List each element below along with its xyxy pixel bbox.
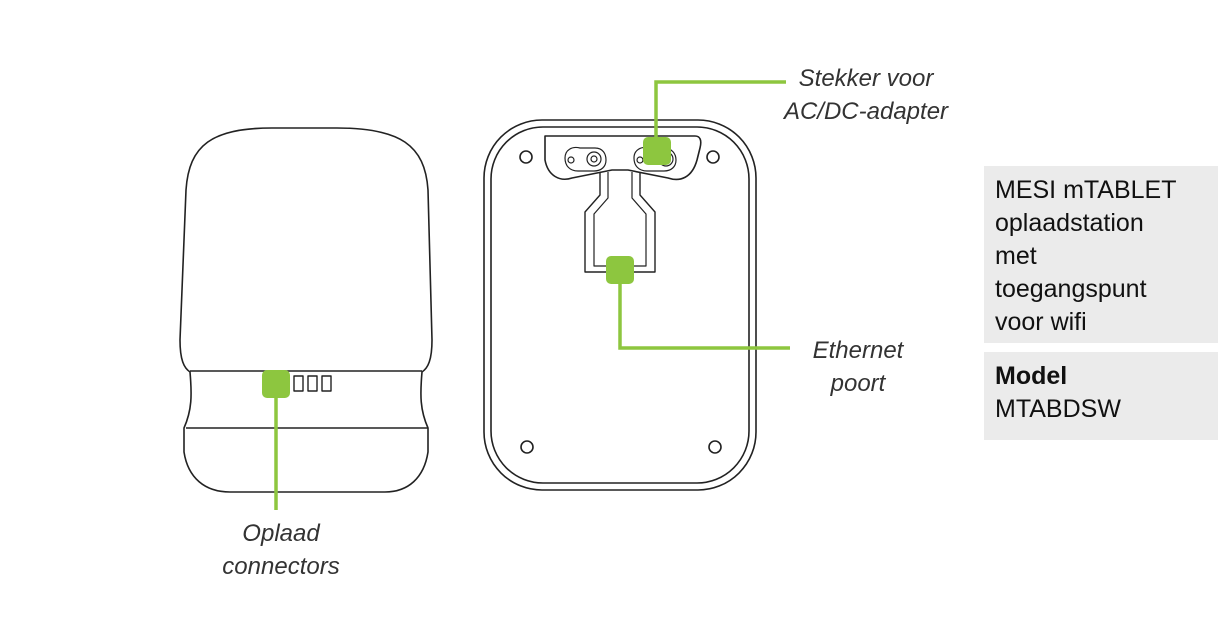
callout-charging-connectors: Oplaad connectors xyxy=(196,517,366,583)
model-label: Model xyxy=(995,362,1068,390)
back-outer-outline xyxy=(483,119,757,491)
product-line: met xyxy=(995,242,1037,270)
screw-hole xyxy=(520,440,534,454)
marker-ethernet-port xyxy=(606,256,634,284)
leader-adapter xyxy=(654,80,786,150)
callout-charging-line1: Oplaad xyxy=(242,520,320,547)
connector-cavity xyxy=(544,135,702,181)
charging-pin xyxy=(307,375,318,392)
model-value: MTABDSW xyxy=(995,395,1121,423)
marker-charging-connectors xyxy=(262,370,290,398)
leader-ethernet xyxy=(618,270,790,350)
charging-pin xyxy=(321,375,332,392)
back-inner-outline xyxy=(490,126,750,484)
callout-leaders xyxy=(274,80,790,510)
station-front-outline xyxy=(179,127,433,493)
marker-adapter-plug xyxy=(643,137,671,165)
callout-adapter-line1: Stekker voor xyxy=(798,65,934,92)
screw-hole xyxy=(519,150,533,164)
callout-ethernet-port: Ethernet poort xyxy=(788,334,928,400)
product-line: toegangspunt xyxy=(995,275,1147,303)
station-front-view xyxy=(179,127,433,493)
callout-adapter-plug: Stekker voor AC/DC-adapter xyxy=(766,62,966,128)
callout-charging-line2: connectors xyxy=(222,553,340,580)
charging-pin xyxy=(293,375,304,392)
callout-adapter-line2: AC/DC-adapter xyxy=(783,98,949,125)
model-box: Model MTABDSW xyxy=(984,352,1218,440)
callout-markers xyxy=(262,137,671,398)
product-name-box: MESI mTABLET oplaadstation met toegangsp… xyxy=(984,166,1218,343)
product-line: voor wifi xyxy=(995,308,1087,336)
screw-hole xyxy=(708,440,722,454)
product-line: MESI mTABLET xyxy=(995,176,1177,204)
screw-hole xyxy=(706,150,720,164)
product-line: oplaadstation xyxy=(995,209,1144,237)
callout-ethernet-line1: Ethernet xyxy=(812,337,904,364)
callout-ethernet-line2: poort xyxy=(830,370,886,397)
